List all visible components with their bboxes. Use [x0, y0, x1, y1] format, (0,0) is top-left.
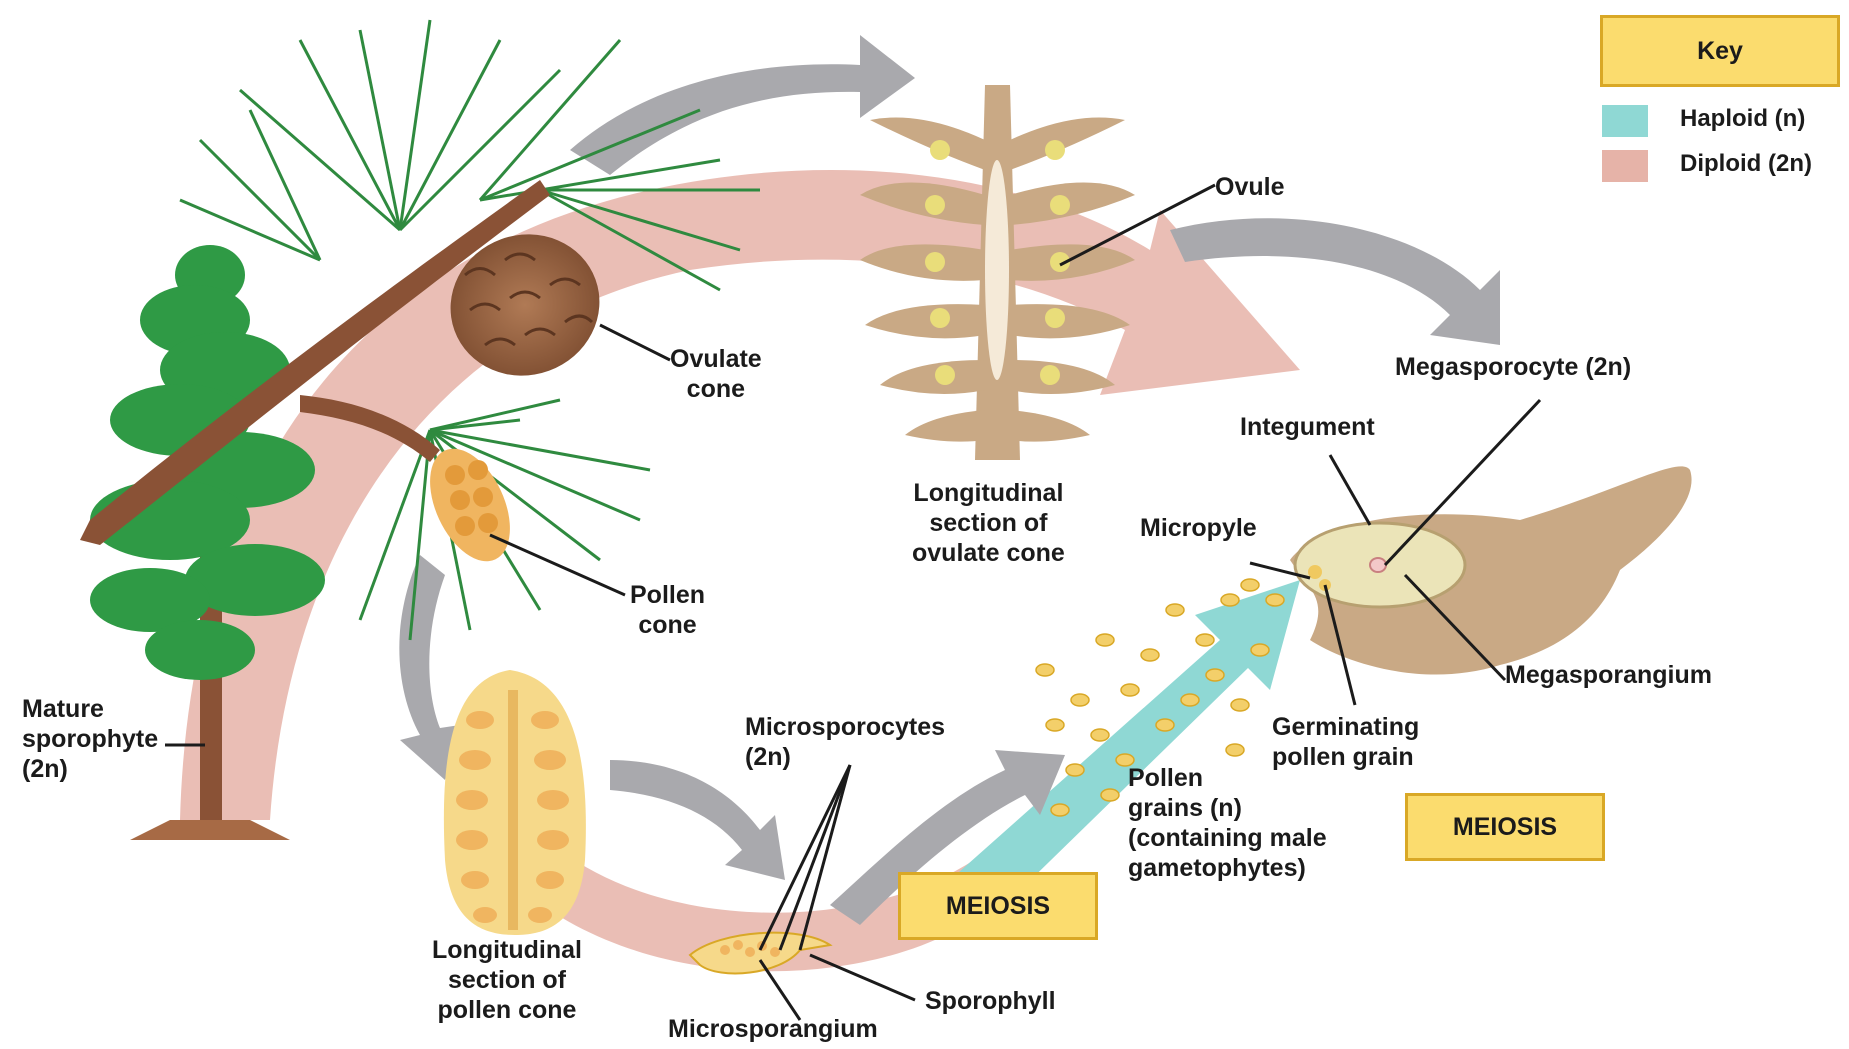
meiosis-label-2: MEIOSIS	[1453, 813, 1557, 842]
micropyle-label: Micropyle	[1140, 513, 1257, 543]
meiosis-box-1: MEIOSIS	[898, 872, 1098, 940]
megasporocyte-label: Megasporocyte (2n)	[1395, 352, 1631, 382]
pollen-cone-label: Pollen cone	[630, 580, 705, 640]
diploid-swatch	[1602, 150, 1648, 182]
microsporangium-label: Microsporangium	[668, 1014, 878, 1044]
pollen-cone-section	[444, 670, 586, 935]
pollen-grains-label: Pollen grains (n) (containing male gamet…	[1128, 763, 1327, 883]
ovulate-cone-section	[860, 85, 1135, 460]
ovulate-section-label: Longitudinal section of ovulate cone	[912, 478, 1065, 568]
key-title-box: Key	[1600, 15, 1840, 87]
integument-label: Integument	[1240, 412, 1375, 442]
key-diploid-label: Diploid (2n)	[1680, 149, 1812, 179]
ovulate-cone-label: Ovulate cone	[670, 344, 762, 404]
microsporocytes-label: Microsporocytes (2n)	[745, 712, 945, 772]
mature-sporophyte-label: Mature sporophyte (2n)	[22, 694, 158, 784]
ovule-detail	[1290, 466, 1692, 674]
sporophyll-label: Sporophyll	[925, 986, 1056, 1016]
meiosis-label-1: MEIOSIS	[946, 892, 1050, 921]
meiosis-box-2: MEIOSIS	[1405, 793, 1605, 861]
ovule-label: Ovule	[1215, 172, 1284, 202]
haploid-swatch	[1602, 105, 1648, 137]
key-haploid-label: Haploid (n)	[1680, 104, 1805, 134]
pollen-section-label: Longitudinal section of pollen cone	[432, 935, 582, 1025]
key-title: Key	[1697, 37, 1743, 66]
megasporangium-label: Megasporangium	[1505, 660, 1712, 690]
